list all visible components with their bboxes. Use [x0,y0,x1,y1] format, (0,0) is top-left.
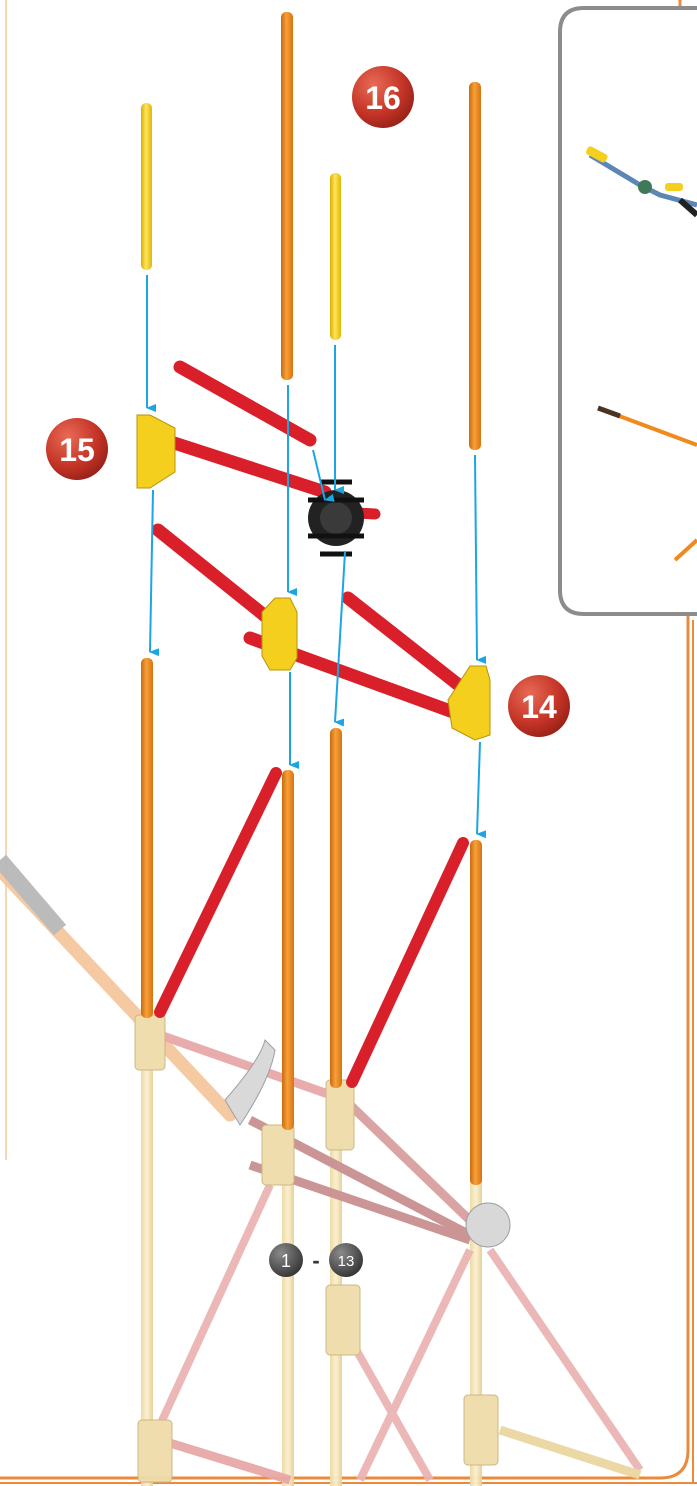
range-end: 13 [338,1253,355,1270]
previous-assembly [0,860,640,1486]
prior-steps-range: 1 - 13 [269,1243,363,1277]
range-separator: - [312,1248,319,1273]
step-badge-15: 15 [46,418,108,480]
step-number-16: 16 [365,80,401,116]
inset-panel [560,8,697,614]
step-number-14: 14 [521,689,557,725]
orange-rods [141,12,482,1185]
red-rods [158,367,475,1082]
step-badge-16: 16 [352,66,414,128]
yellow-connectors [137,415,490,740]
step-number-15: 15 [59,432,95,468]
range-start: 1 [281,1251,291,1271]
step-badge-14: 14 [508,675,570,737]
yellow-rods [141,103,341,340]
